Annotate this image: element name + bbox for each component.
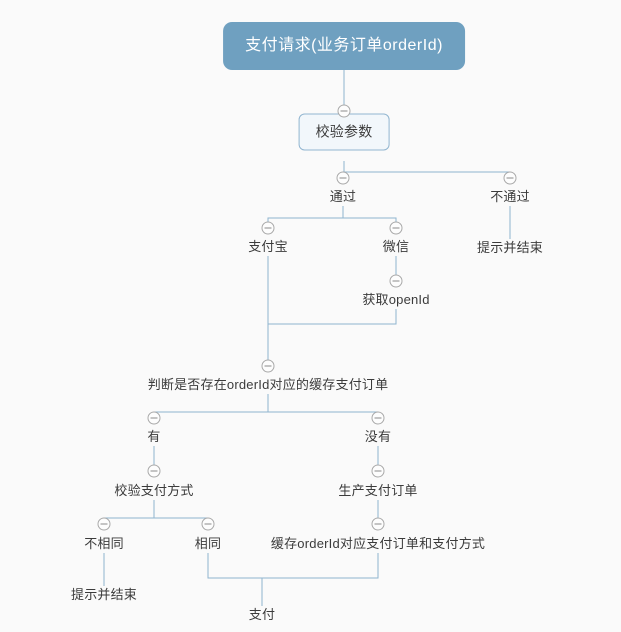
flowchart-edge [154, 517, 209, 524]
node-diff[interactable]: 不相同 [84, 536, 124, 551]
flowchart-edge [268, 309, 397, 325]
node-alipay[interactable]: 支付宝 [248, 239, 288, 254]
flowchart-edge [268, 411, 379, 418]
collapse-minus-icon[interactable] [336, 171, 350, 185]
collapse-minus-icon[interactable] [261, 359, 275, 373]
collapse-minus-icon[interactable] [97, 517, 111, 531]
collapse-minus-icon[interactable] [201, 517, 215, 531]
collapse-minus-icon[interactable] [389, 274, 403, 288]
node-cacheorder[interactable]: 缓存orderId对应支付订单和支付方式 [270, 536, 486, 551]
flowchart-edge [207, 553, 262, 579]
node-checkcache[interactable]: 判断是否存在orderId对应的缓存支付订单 [147, 377, 389, 392]
collapse-minus-icon[interactable] [371, 517, 385, 531]
flowchart-edge [267, 206, 344, 228]
node-verify[interactable]: 校验参数 [298, 113, 390, 151]
node-hasnot[interactable]: 没有 [364, 429, 392, 444]
node-same[interactable]: 相同 [194, 536, 222, 551]
collapse-minus-icon[interactable] [389, 221, 403, 235]
flowchart-edge [262, 553, 379, 579]
node-diffend[interactable]: 提示并结束 [70, 587, 138, 602]
node-pay[interactable]: 支付 [248, 607, 276, 622]
flowchart-edge [153, 394, 269, 418]
flowchart-edge [343, 217, 397, 228]
node-wechat[interactable]: 微信 [382, 239, 410, 254]
node-root[interactable]: 支付请求(业务订单orderId) [223, 22, 465, 70]
node-has[interactable]: 有 [147, 429, 161, 444]
collapse-minus-icon[interactable] [503, 171, 517, 185]
node-openid[interactable]: 获取openId [362, 292, 430, 307]
node-fail[interactable]: 不通过 [490, 189, 530, 204]
collapse-minus-icon[interactable] [147, 411, 161, 425]
node-genorder[interactable]: 生产支付订单 [338, 483, 418, 498]
node-pass[interactable]: 通过 [329, 189, 357, 204]
collapse-minus-icon[interactable] [147, 464, 161, 478]
collapse-minus-icon[interactable] [337, 104, 351, 118]
collapse-minus-icon[interactable] [371, 464, 385, 478]
collapse-minus-icon[interactable] [261, 221, 275, 235]
node-failend[interactable]: 提示并结束 [476, 240, 544, 255]
flowchart-edge [342, 171, 511, 178]
node-checkpay[interactable]: 校验支付方式 [114, 483, 194, 498]
flowchart-edge [103, 500, 155, 524]
collapse-minus-icon[interactable] [371, 411, 385, 425]
